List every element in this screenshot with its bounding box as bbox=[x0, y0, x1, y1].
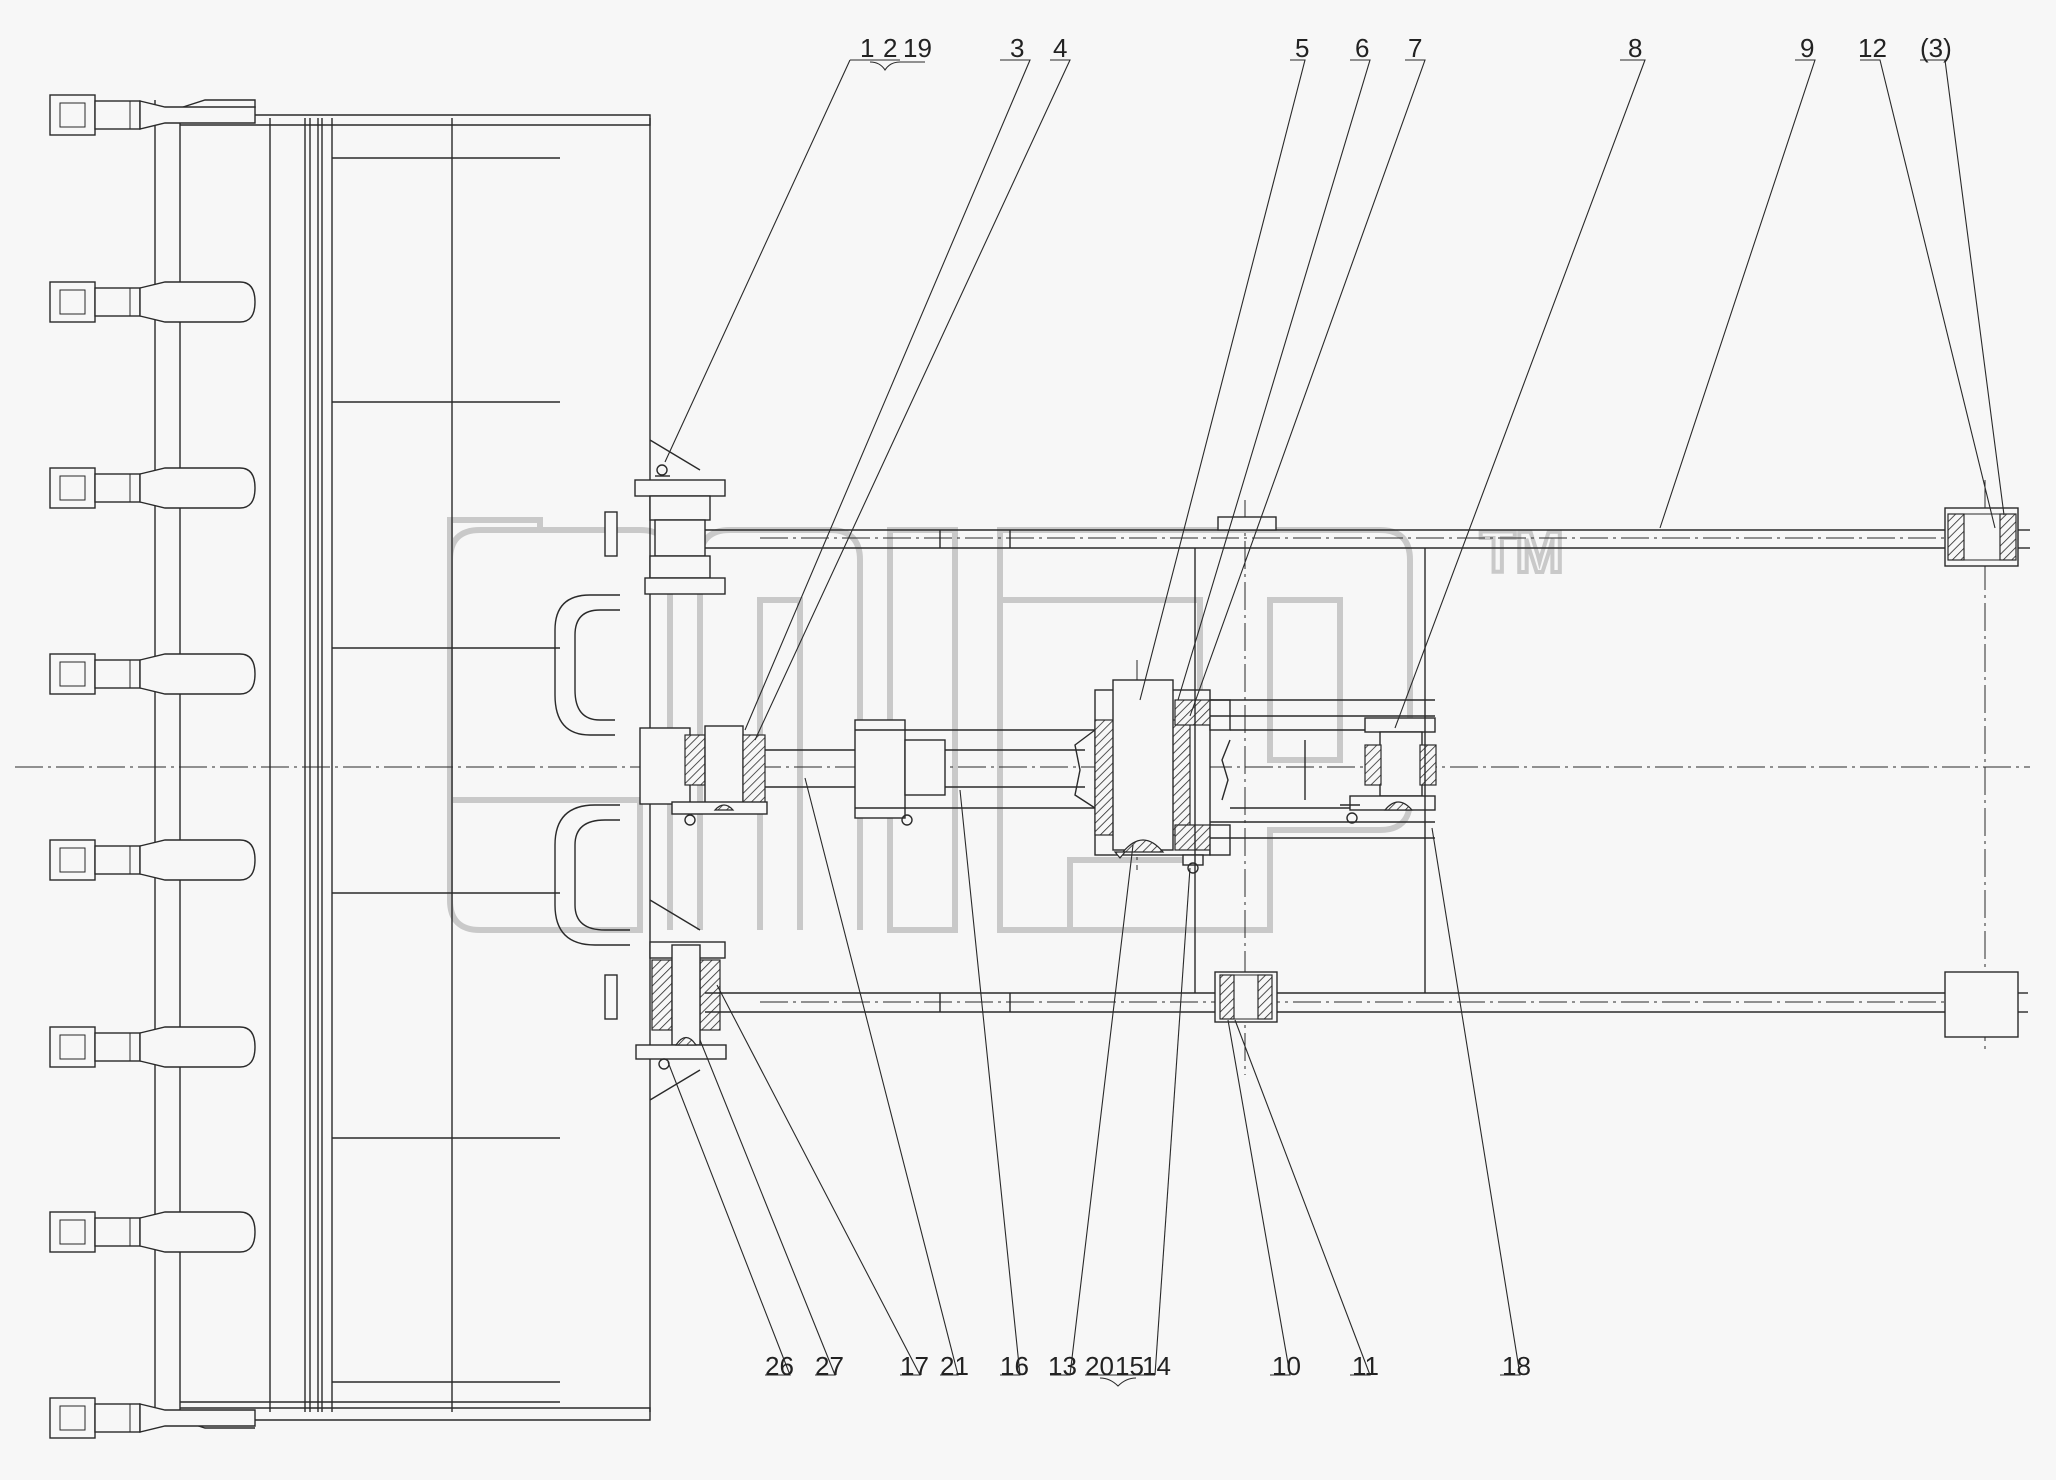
callout-11: 11 bbox=[1352, 1351, 1379, 1381]
callout-20: 20 bbox=[1085, 1351, 1114, 1381]
tooth bbox=[49, 281, 256, 323]
hydraulic-cylinder bbox=[765, 719, 1110, 826]
frame-beams bbox=[705, 516, 1950, 1013]
hydraulic-hoses bbox=[554, 511, 630, 1020]
rear-joint bbox=[1340, 717, 1437, 824]
callout-16: 16 bbox=[1000, 1351, 1029, 1381]
callouts: 1 2 19 3 4 5 6 7 8 9 12 (3) 26 27 17 21 … bbox=[765, 33, 1952, 1381]
callout-2: 2 bbox=[883, 33, 897, 63]
center-pivot bbox=[1074, 679, 1231, 874]
callout-13: 13 bbox=[1048, 1351, 1077, 1381]
tooth bbox=[49, 1211, 256, 1253]
callout-4: 4 bbox=[1053, 33, 1067, 63]
callout-12: 12 bbox=[1858, 33, 1887, 63]
tooth bbox=[49, 94, 256, 136]
callout-5: 5 bbox=[1295, 33, 1309, 63]
callout-26: 26 bbox=[765, 1351, 794, 1381]
tooth bbox=[49, 839, 256, 881]
callout-6: 6 bbox=[1355, 33, 1369, 63]
bucket-teeth bbox=[49, 94, 256, 1439]
tooth bbox=[49, 467, 256, 509]
link-arms bbox=[1210, 699, 1435, 839]
callout-14: 14 bbox=[1142, 1351, 1171, 1381]
tooth bbox=[49, 1397, 256, 1439]
tooth bbox=[49, 1026, 256, 1068]
callout-27: 27 bbox=[815, 1351, 844, 1381]
tooth bbox=[49, 653, 256, 695]
callout-3: 3 bbox=[1010, 33, 1024, 63]
callout-21: 21 bbox=[940, 1351, 969, 1381]
center-lines bbox=[15, 480, 2030, 1075]
right-end-bushing-upper bbox=[1944, 507, 2030, 567]
callout-18: 18 bbox=[1502, 1351, 1531, 1381]
callout-1: 1 bbox=[860, 33, 874, 63]
callout-3-ref: (3) bbox=[1920, 33, 1952, 63]
callout-8: 8 bbox=[1628, 33, 1642, 63]
upper-hinge-joint bbox=[634, 464, 726, 595]
callout-15: 15 bbox=[1115, 1351, 1144, 1381]
cylinder-base-mount bbox=[639, 725, 768, 826]
callout-7: 7 bbox=[1408, 33, 1422, 63]
lower-beam-bushing bbox=[1214, 971, 1278, 1023]
callout-10: 10 bbox=[1272, 1351, 1301, 1381]
callout-17: 17 bbox=[900, 1351, 929, 1381]
callout-19: 19 bbox=[903, 33, 932, 63]
leader-lines bbox=[664, 59, 2005, 1387]
right-end-bushing-lower bbox=[1944, 971, 2028, 1038]
callout-9: 9 bbox=[1800, 33, 1814, 63]
